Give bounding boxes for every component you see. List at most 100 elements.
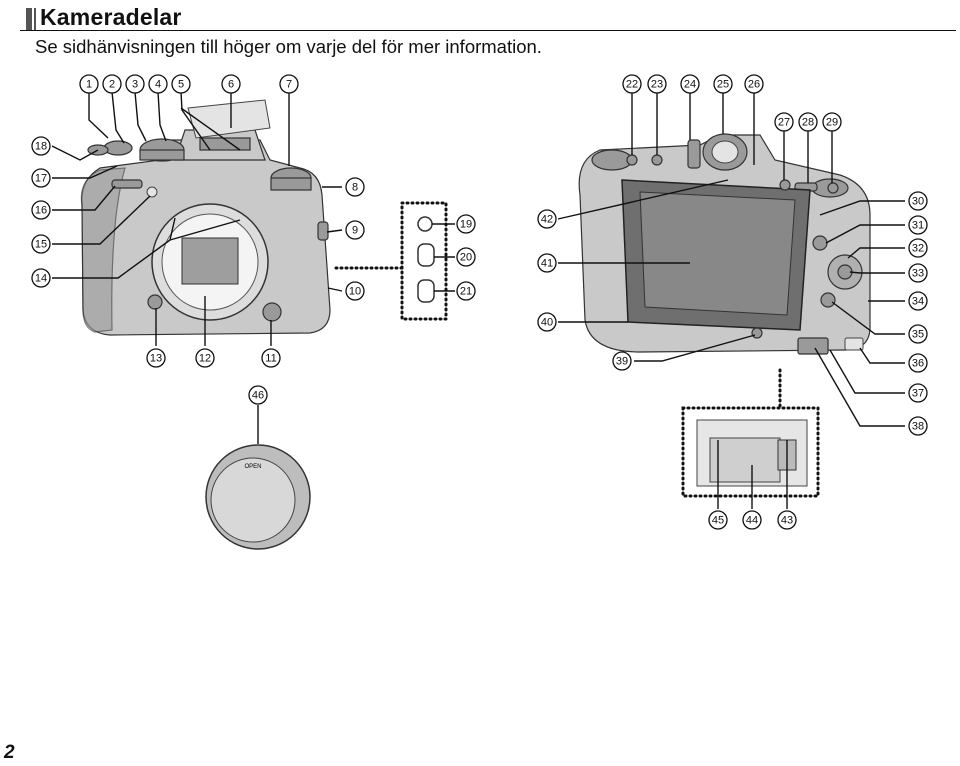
callout-31: 31 xyxy=(908,215,928,235)
callout-circle xyxy=(248,385,268,405)
callout-circle xyxy=(171,74,191,94)
callout-number: 2 xyxy=(109,79,115,91)
title-bar: Kameradelar xyxy=(20,4,956,31)
callout-39: 39 xyxy=(612,351,632,371)
callout-circle xyxy=(908,416,928,436)
callout-3: 3 xyxy=(125,74,145,94)
callout-circle xyxy=(146,348,166,368)
callout-number: 35 xyxy=(912,329,924,341)
callout-17: 17 xyxy=(31,168,51,188)
callout-number: 6 xyxy=(228,79,234,91)
callout-number: 26 xyxy=(748,79,760,91)
callout-circle xyxy=(777,510,797,530)
callout-number: 11 xyxy=(265,353,276,365)
callout-number: 3 xyxy=(132,79,138,91)
callout-circle xyxy=(125,74,145,94)
callout-circle xyxy=(908,191,928,211)
callout-number: 17 xyxy=(35,173,47,185)
callout-number: 39 xyxy=(616,356,628,368)
callout-number: 12 xyxy=(199,353,211,365)
callout-number: 46 xyxy=(252,390,264,402)
camera-front-illustration xyxy=(80,99,331,336)
page-number: 2 xyxy=(4,742,15,763)
callout-circle xyxy=(345,281,365,301)
callout-circle xyxy=(822,112,842,132)
callout-40: 40 xyxy=(537,312,557,332)
callout-circle xyxy=(79,74,99,94)
callout-circle xyxy=(221,74,241,94)
callout-23: 23 xyxy=(647,74,667,94)
callout-34: 34 xyxy=(908,291,928,311)
callout-circle xyxy=(456,214,476,234)
callout-circle xyxy=(456,247,476,267)
callout-number: 30 xyxy=(912,196,924,208)
callout-circle xyxy=(261,348,281,368)
callout-circle xyxy=(908,263,928,283)
callout-24: 24 xyxy=(680,74,700,94)
callout-20: 20 xyxy=(456,247,476,267)
callout-46: 46 xyxy=(248,385,268,405)
callout-number: 20 xyxy=(460,252,472,264)
callout-38: 38 xyxy=(908,416,928,436)
callout-41: 41 xyxy=(537,253,557,273)
callout-number: 15 xyxy=(35,239,47,251)
callout-number: 31 xyxy=(912,220,924,232)
callout-9: 9 xyxy=(345,220,365,240)
callout-37: 37 xyxy=(908,383,928,403)
callout-33: 33 xyxy=(908,263,928,283)
callout-22: 22 xyxy=(622,74,642,94)
callout-number: 4 xyxy=(155,79,161,91)
callout-12: 12 xyxy=(195,348,215,368)
callout-4: 4 xyxy=(148,74,168,94)
callout-circle xyxy=(774,112,794,132)
callout-circle xyxy=(742,510,762,530)
callout-36: 36 xyxy=(908,353,928,373)
callout-circle xyxy=(537,312,557,332)
callout-44: 44 xyxy=(742,510,762,530)
callout-26: 26 xyxy=(744,74,764,94)
callout-13: 13 xyxy=(146,348,166,368)
callout-number: 10 xyxy=(349,286,361,298)
callout-circle xyxy=(537,253,557,273)
callout-number: 19 xyxy=(460,219,472,231)
leader-lines xyxy=(51,91,905,509)
callout-circle xyxy=(612,351,632,371)
callout-circle xyxy=(713,74,733,94)
callout-number: 40 xyxy=(541,317,553,329)
callout-32: 32 xyxy=(908,238,928,258)
callout-number: 36 xyxy=(912,358,924,370)
callout-number: 7 xyxy=(286,79,292,91)
callout-7: 7 xyxy=(279,74,299,94)
callout-circle xyxy=(908,324,928,344)
callout-6: 6 xyxy=(221,74,241,94)
callout-circle xyxy=(908,353,928,373)
callout-circle xyxy=(908,238,928,258)
callout-circle xyxy=(456,281,476,301)
callout-2: 2 xyxy=(102,74,122,94)
callout-8: 8 xyxy=(345,177,365,197)
callout-circle xyxy=(708,510,728,530)
callout-42: 42 xyxy=(537,209,557,229)
callout-number: 14 xyxy=(35,273,47,285)
callout-circle xyxy=(102,74,122,94)
callout-45: 45 xyxy=(708,510,728,530)
callout-number: 8 xyxy=(352,182,358,194)
callout-circle xyxy=(279,74,299,94)
callout-number: 13 xyxy=(150,353,162,365)
callout-18: 18 xyxy=(31,136,51,156)
callout-number: 43 xyxy=(781,515,793,527)
callout-19: 19 xyxy=(456,214,476,234)
callout-28: 28 xyxy=(798,112,818,132)
callout-number: 1 xyxy=(86,79,92,91)
callout-number: 18 xyxy=(35,141,47,153)
callout-21: 21 xyxy=(456,281,476,301)
callout-number: 44 xyxy=(746,515,758,527)
callout-number: 38 xyxy=(912,421,924,433)
callout-number: 5 xyxy=(178,79,184,91)
callout-5: 5 xyxy=(171,74,191,94)
callout-circle xyxy=(31,168,51,188)
page-subtitle: Se sidhänvisningen till höger om varje d… xyxy=(35,36,542,57)
callout-30: 30 xyxy=(908,191,928,211)
